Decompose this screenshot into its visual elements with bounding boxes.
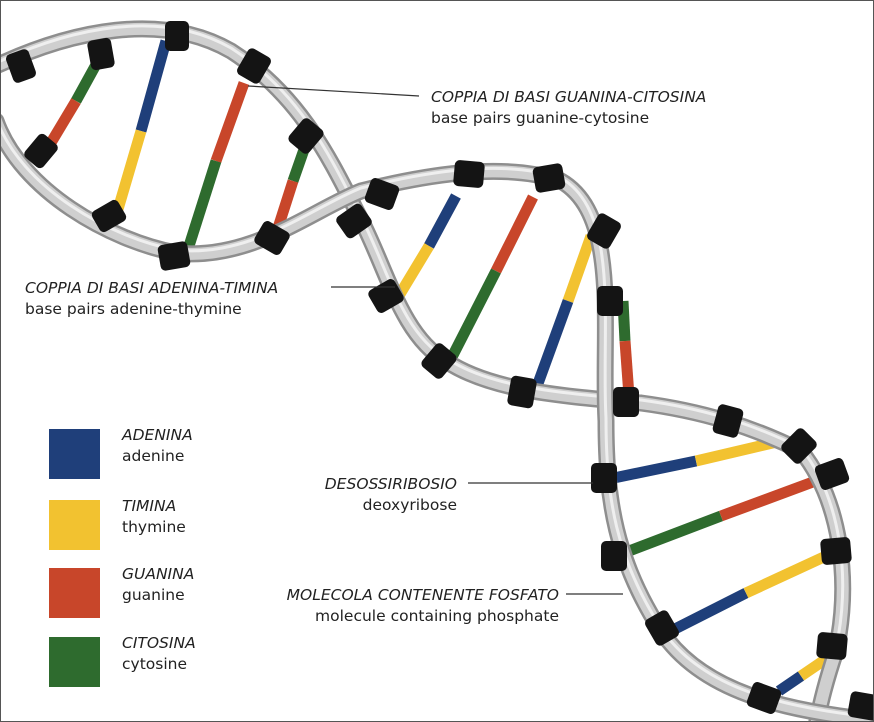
clip — [507, 375, 538, 409]
legend-item-guanine: GUANINA guanine — [49, 564, 309, 624]
label-deoxyribose: DESOSSIRIBOSIO deoxyribose — [325, 474, 457, 516]
label-deoxyribose-italian: DESOSSIRIBOSIO — [325, 474, 457, 495]
base-pair — [189, 83, 244, 246]
base-pair — [623, 301, 629, 396]
base-pair — [661, 556, 826, 636]
label-at-italian: COPPIA DI BASI ADENINA-TIMINA — [25, 278, 278, 299]
clip — [820, 537, 852, 566]
clip — [591, 463, 617, 493]
legend-text: ADENINA adenine — [122, 425, 193, 467]
label-phosphate-italian: MOLECOLA CONTENENTE FOSFATO — [287, 585, 559, 606]
legend-text: GUANINA guanine — [122, 564, 194, 606]
legend-label-english: adenine — [122, 446, 193, 467]
legend-item-thymine: TIMINA thymine — [49, 496, 309, 556]
clip — [847, 691, 873, 721]
legend-label-italian: GUANINA — [122, 564, 194, 585]
label-phosphate: MOLECOLA CONTENENTE FOSFATO molecule con… — [287, 585, 559, 627]
legend-item-adenine: ADENINA adenine — [49, 425, 309, 485]
legend-label-italian: CITOSINA — [122, 633, 196, 654]
base-pair — [616, 479, 821, 556]
clip — [453, 160, 485, 189]
legend-label-english: cytosine — [122, 654, 196, 675]
clip — [87, 37, 116, 71]
clip — [601, 541, 627, 571]
clip — [597, 286, 623, 316]
legend-item-cytosine: CITOSINA cytosine — [49, 633, 309, 693]
label-gc-pair: COPPIA DI BASI GUANINA-CITOSINA base pai… — [431, 87, 706, 129]
legend-label-italian: TIMINA — [122, 496, 186, 517]
base-pair — [609, 441, 781, 479]
clip — [157, 241, 191, 272]
legend-text: TIMINA thymine — [122, 496, 186, 538]
clip — [613, 387, 639, 417]
legend-label-english: guanine — [122, 585, 194, 606]
guanine-swatch — [49, 568, 100, 618]
thymine-swatch — [49, 500, 100, 550]
legend-label-italian: ADENINA — [122, 425, 193, 446]
legend-label-english: thymine — [122, 517, 186, 538]
clip — [532, 163, 566, 194]
base-pair — [49, 61, 98, 146]
label-deoxyribose-english: deoxyribose — [325, 495, 457, 516]
label-gc-english: base pairs guanine-cytosine — [431, 108, 706, 129]
label-at-english: base pairs adenine-thymine — [25, 299, 278, 320]
base-pair — [397, 196, 456, 299]
adenine-swatch — [49, 429, 100, 479]
base-pair — [116, 41, 166, 216]
label-at-pair: COPPIA DI BASI ADENINA-TIMINA base pairs… — [25, 278, 278, 320]
cytosine-swatch — [49, 637, 100, 687]
clip — [165, 21, 189, 51]
base-pair — [536, 236, 591, 389]
base-pair — [451, 197, 533, 359]
label-gc-italian: COPPIA DI BASI GUANINA-CITOSINA — [431, 87, 706, 108]
clip — [816, 632, 848, 661]
label-phosphate-english: molecule containing phosphate — [287, 606, 559, 627]
legend-text: CITOSINA cytosine — [122, 633, 196, 675]
